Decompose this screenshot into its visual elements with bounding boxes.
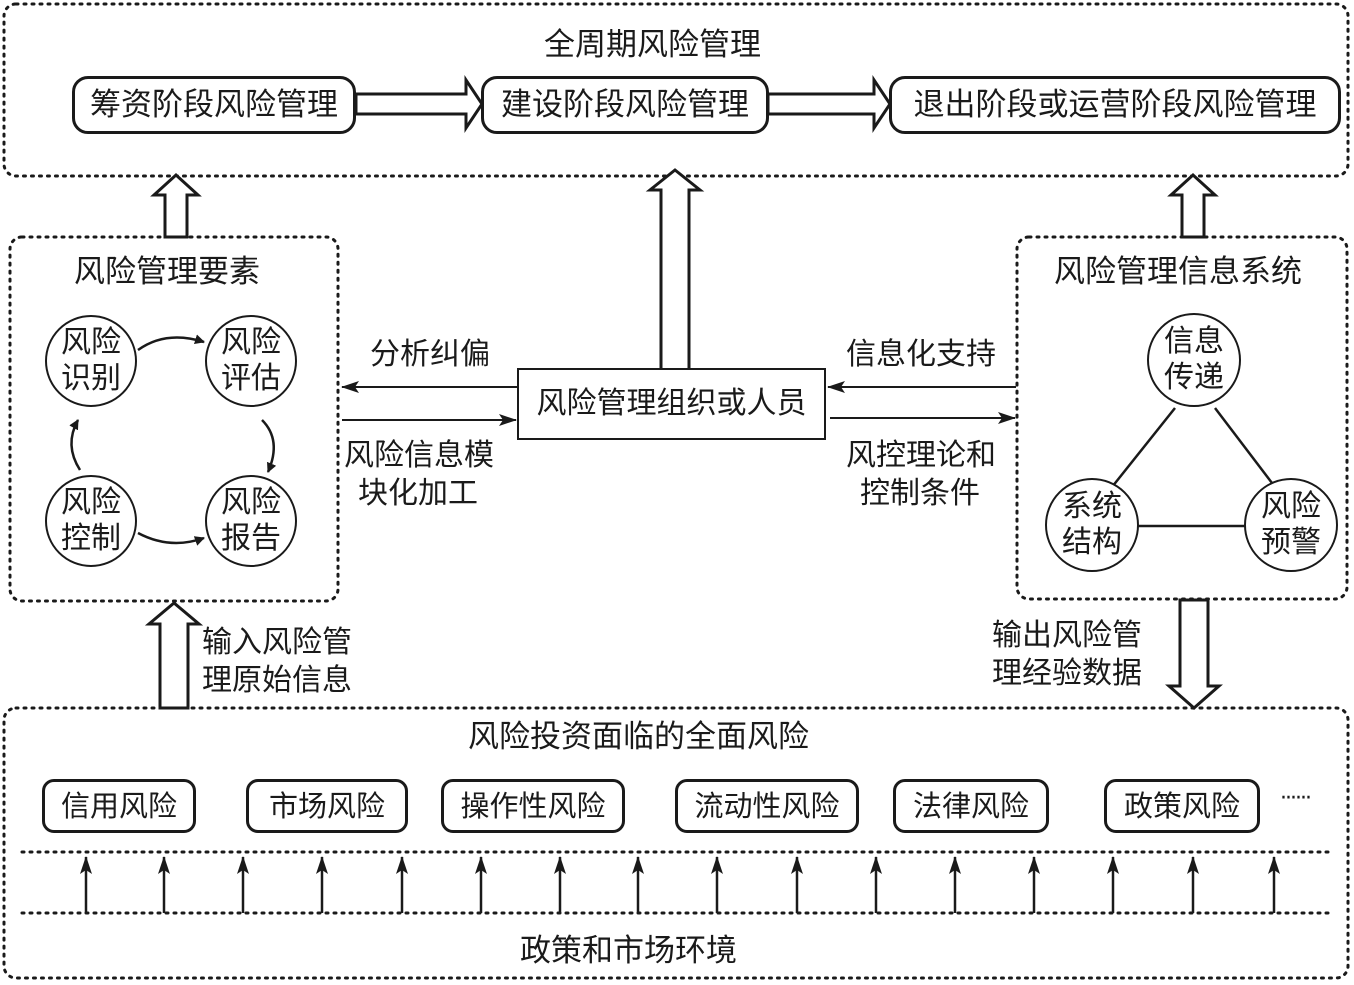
right-panel-title: 风险管理信息系统 <box>1054 254 1302 290</box>
left-panel-title: 风险管理要素 <box>74 254 260 290</box>
info-transfer-node: 信息 传递 <box>1147 313 1241 407</box>
stage-arrow-2 <box>766 75 892 133</box>
bottom-panel-title: 风险投资面临的全面风险 <box>468 719 809 755</box>
risk-report-node: 风险 报告 <box>205 475 297 567</box>
tri-edge-right <box>1214 407 1276 488</box>
risk-identification-node: 风险 识别 <box>45 315 137 407</box>
node-line: 风险 <box>61 325 121 360</box>
risk-assessment-node: 风险 评估 <box>205 315 297 407</box>
label-line: 输入风险管 <box>202 625 352 660</box>
risk-warning-node: 风险 预警 <box>1244 478 1338 572</box>
risk-org-personnel-box: 风险管理组织或人员 <box>517 368 826 440</box>
input-arrow <box>144 601 204 710</box>
node-line: 风险 <box>1261 489 1321 524</box>
node-line: 识别 <box>61 361 121 396</box>
analysis-correction-label: 分析纠偏 <box>370 337 490 372</box>
top-panel-title: 全周期风险管理 <box>544 27 761 63</box>
label-line: 块化加工 <box>358 475 478 511</box>
risk-legal: 法律风险 <box>893 779 1049 833</box>
input-flow-label: 输入风险管 理原始信息 <box>202 624 352 699</box>
risk-credit: 信用风险 <box>42 779 196 833</box>
stage-fundraising: 筹资阶段风险管理 <box>72 76 356 134</box>
env-arrows <box>80 856 1280 913</box>
up-arrow-right <box>1167 172 1219 239</box>
label-line: 风险信息模 <box>344 438 494 473</box>
cycle-arc-bottom <box>137 531 205 546</box>
node-line: 信息 <box>1164 324 1224 359</box>
label-line: 理经验数据 <box>992 655 1142 691</box>
up-arrow-left <box>150 172 202 239</box>
output-flow-label: 输出风险管 理经验数据 <box>992 617 1142 692</box>
label-line: 控制条件 <box>860 475 980 511</box>
more-risks-ellipsis: ······ <box>1280 786 1312 811</box>
node-line: 报告 <box>221 521 281 556</box>
node-line: 结构 <box>1062 525 1122 560</box>
up-arrow-center <box>645 168 705 379</box>
node-line: 传递 <box>1164 360 1224 395</box>
bottom-panel-border <box>2 706 1350 980</box>
risk-market: 市场风险 <box>246 779 408 833</box>
label-line: 输出风险管 <box>992 618 1142 653</box>
modular-processing-label: 风险信息模 块化加工 <box>344 437 494 512</box>
output-arrow <box>1165 598 1223 710</box>
system-structure-node: 系统 结构 <box>1045 478 1139 572</box>
tri-edge-left <box>1111 407 1176 488</box>
risk-policy: 政策风险 <box>1104 779 1260 833</box>
cycle-arc-left <box>69 419 82 471</box>
cycle-arc-top <box>137 334 205 352</box>
node-line: 预警 <box>1261 525 1321 560</box>
risk-liquidity: 流动性风险 <box>675 779 859 833</box>
node-line: 系统 <box>1062 489 1122 524</box>
it-support-label: 信息化支持 <box>846 337 996 372</box>
stage-exit-operation: 退出阶段或运营阶段风险管理 <box>889 76 1341 134</box>
node-line: 风险 <box>61 485 121 520</box>
label-line: 风控理论和 <box>846 438 996 473</box>
stage-construction: 建设阶段风险管理 <box>481 76 769 134</box>
node-line: 控制 <box>61 521 121 556</box>
label-line: 理原始信息 <box>202 662 352 698</box>
risk-control-node: 风险 控制 <box>45 475 137 567</box>
node-line: 风险 <box>221 325 281 360</box>
node-line: 风险 <box>221 485 281 520</box>
theory-conditions-label: 风控理论和 控制条件 <box>846 437 996 512</box>
environment-label: 政策和市场环境 <box>520 933 737 969</box>
risk-operational: 操作性风险 <box>441 779 625 833</box>
stage-arrow-1 <box>354 75 484 133</box>
cycle-arc-right <box>261 419 277 473</box>
node-line: 评估 <box>221 361 281 396</box>
